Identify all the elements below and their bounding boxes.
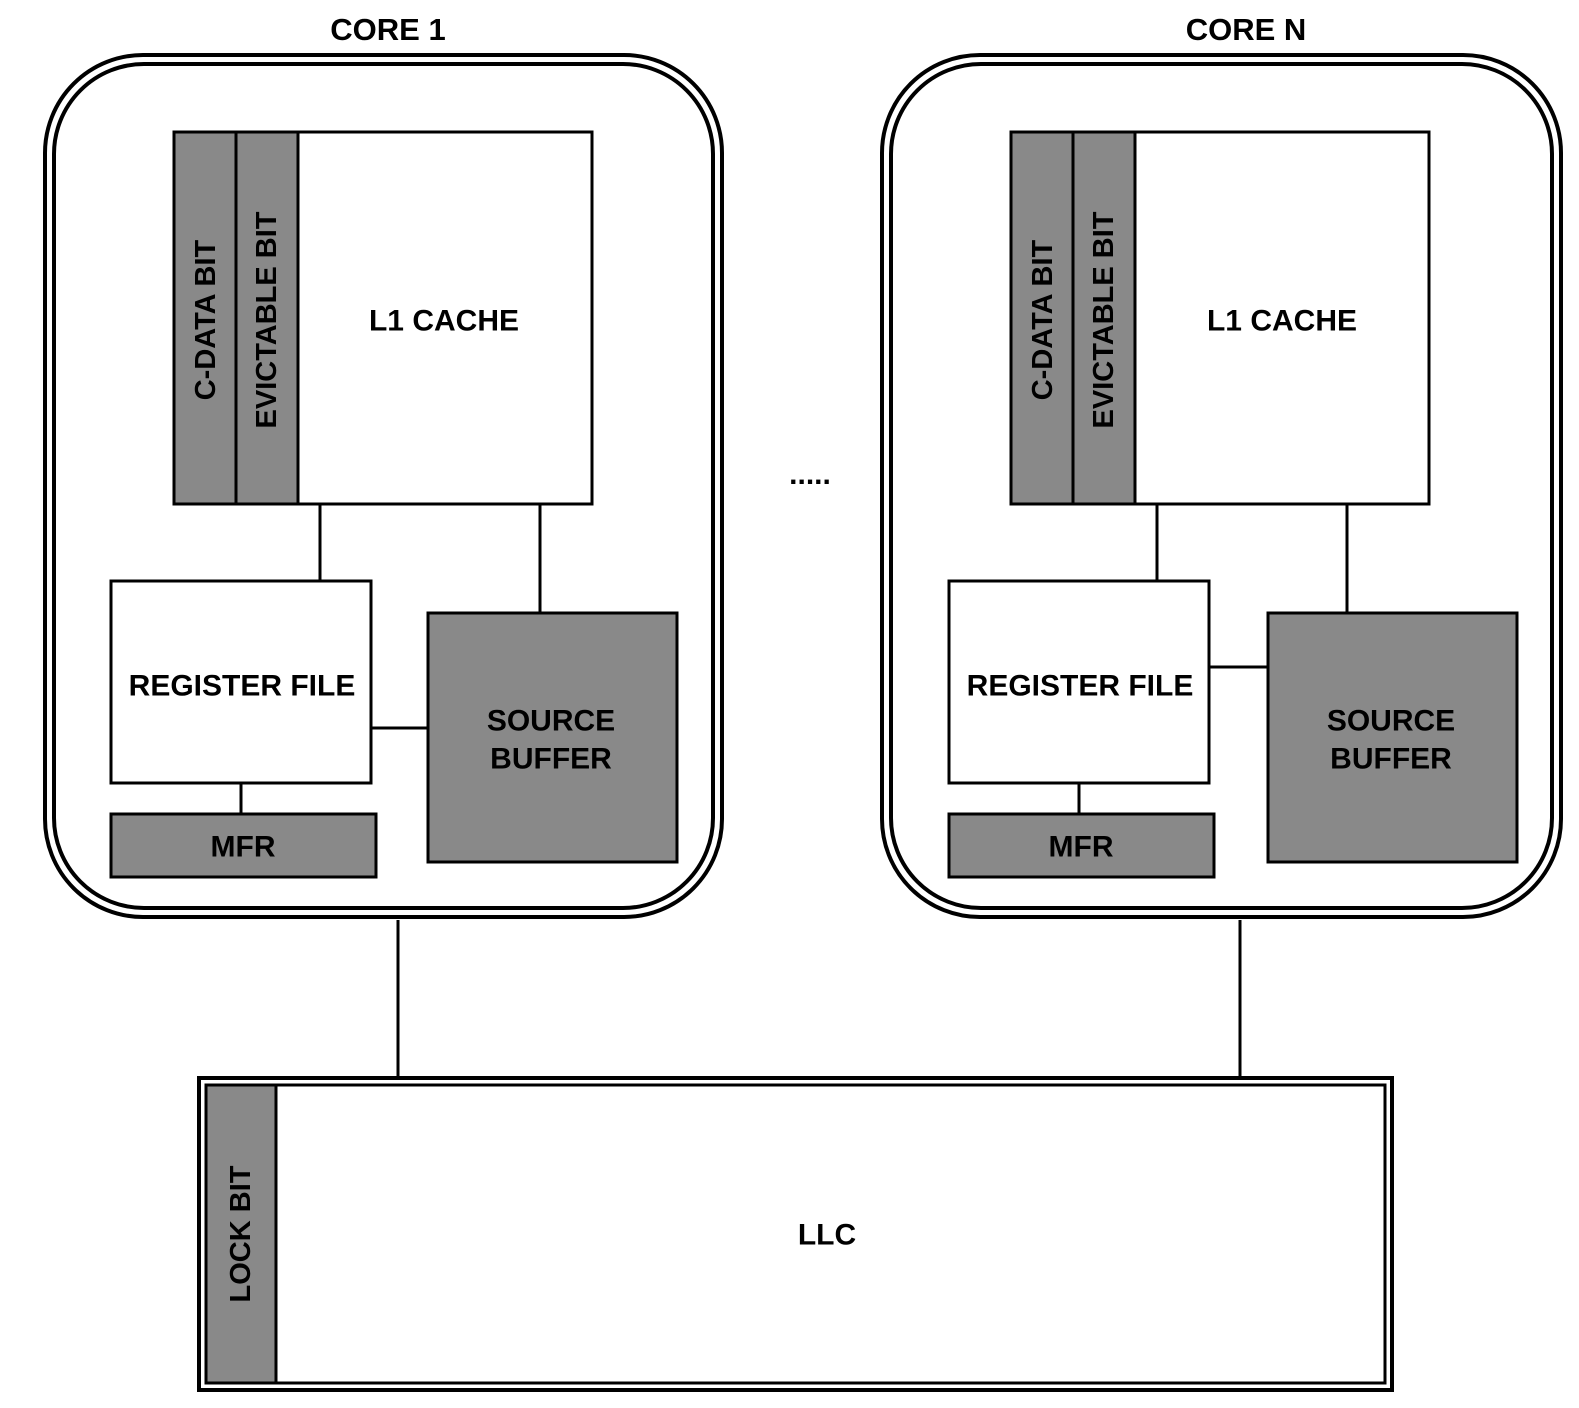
core-n-source-buffer: [1266, 611, 1519, 864]
core-n-register-file-label: REGISTER FILE: [967, 670, 1194, 703]
core-n-inner-border: [889, 62, 1554, 910]
core-1-source-buffer-label-line-2: BUFFER: [490, 743, 612, 776]
cores-ellipsis: .....: [789, 458, 831, 491]
core-1-outer-border: [43, 53, 724, 919]
core-n-outer-border: [880, 53, 1563, 919]
core-1-cdata-bit-label: C-DATA BIT: [190, 239, 222, 400]
core-1-evictable-bit-label: EVICTABLE BIT: [251, 211, 283, 428]
core-n-mfr: [947, 812, 1216, 879]
core-n-cdata-bit-column: [1009, 130, 1075, 506]
core-1-mfr-label: MFR: [211, 831, 276, 864]
core-n-register-file: [947, 579, 1211, 785]
llc-lock-bit-column: [204, 1083, 278, 1385]
core-1-register-file: [109, 579, 373, 785]
core-n-source-buffer-label-line-2: BUFFER: [1330, 743, 1452, 776]
core-1-evictable-bit-column: [234, 130, 300, 506]
core-1-register-file-label: REGISTER FILE: [129, 670, 356, 703]
core-1: CORE 1 C-DATA BIT EVICTABLE BIT L1 CACHE…: [43, 12, 724, 919]
core-n-cdata-bit-label: C-DATA BIT: [1027, 239, 1059, 400]
llc-inner-border: [204, 1083, 1387, 1385]
llc-outer-border: [197, 1076, 1394, 1392]
core-n-source-buffer-label-line-1: SOURCE: [1327, 705, 1455, 738]
core-1-l1-cache-label: L1 CACHE: [369, 305, 519, 338]
core-1-source-buffer-label-line-1: SOURCE: [487, 705, 615, 738]
core-1-l1-cache: [296, 130, 594, 506]
core-1-inner-border: [52, 62, 715, 910]
llc-label: LLC: [798, 1219, 856, 1252]
llc: LOCK BIT LLC: [197, 1076, 1394, 1392]
core-n-l1-cache: [1133, 130, 1431, 506]
core-1-title: CORE 1: [330, 12, 445, 47]
core-n-evictable-bit-label: EVICTABLE BIT: [1088, 211, 1120, 428]
core-n: CORE N C-DATA BIT EVICTABLE BIT L1 CACHE…: [880, 12, 1563, 919]
core-n-l1-cache-label: L1 CACHE: [1207, 305, 1357, 338]
core-n-title: CORE N: [1186, 12, 1307, 47]
llc-lock-bit-label: LOCK BIT: [225, 1165, 257, 1302]
core-1-mfr: [109, 812, 378, 879]
core-1-source-buffer: [426, 611, 679, 864]
core-n-mfr-label: MFR: [1049, 831, 1114, 864]
